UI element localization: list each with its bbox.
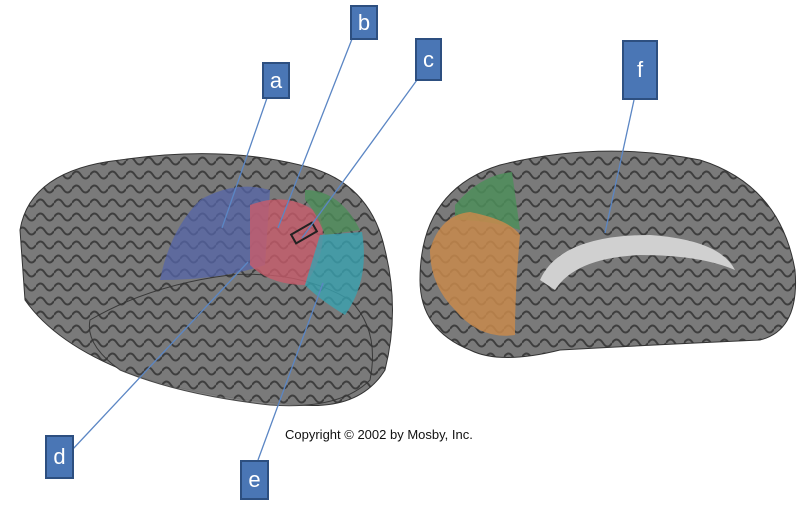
- region-green: [305, 190, 360, 235]
- temporal-lobe: [88, 273, 373, 407]
- region-red: [250, 199, 323, 285]
- label-d[interactable]: d: [45, 435, 74, 479]
- label-f[interactable]: f: [622, 40, 658, 100]
- region-c-box: [289, 221, 319, 245]
- label-b[interactable]: b: [350, 5, 378, 40]
- leader-lines: [71, 38, 635, 461]
- label-a[interactable]: a: [262, 62, 290, 99]
- label-c[interactable]: c: [415, 38, 442, 81]
- label-e[interactable]: e: [240, 460, 269, 500]
- region-cyan: [305, 232, 364, 315]
- region-blue: [160, 186, 270, 280]
- corpus-callosum: [540, 235, 735, 290]
- region-orange: [430, 212, 520, 336]
- copyright-text: Copyright © 2002 by Mosby, Inc.: [285, 427, 473, 442]
